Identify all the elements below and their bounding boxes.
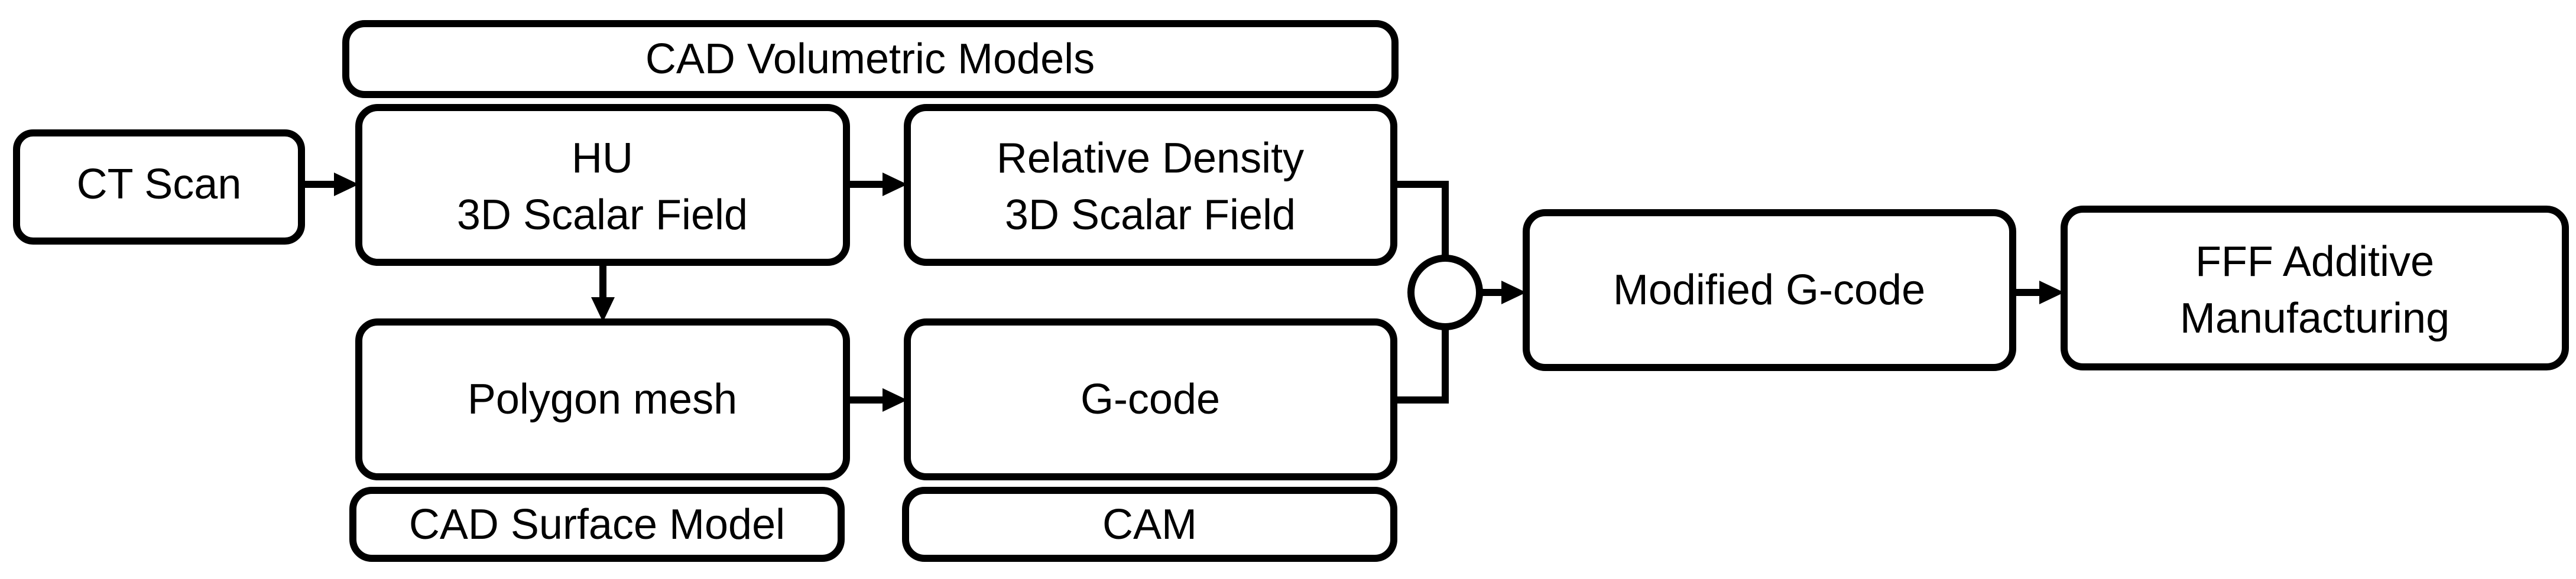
node-ct-scan-text: CT Scan [77,161,242,208]
node-hu-line-2: 3D Scalar Field [457,191,748,239]
node-density-line-2: 3D Scalar Field [1005,191,1296,239]
cad-surface-label-box: CAD Surface Model [349,487,845,562]
cad-surface-label: CAD Surface Model [409,501,785,548]
node-polygon-mesh-text: Polygon mesh [468,376,737,423]
arrowhead [883,388,907,412]
node-hu-line-1: HU [572,135,633,182]
node-gcode: G-code [904,318,1397,480]
node-fff-line-1: FFF Additive [2195,238,2434,285]
node-gcode-text: G-code [1081,376,1220,423]
arrowhead [1501,281,1526,304]
edge-density-to-merge [1394,181,1449,258]
connectors [301,173,2064,412]
arrowhead [591,297,615,322]
node-density-line-1: Relative Density [997,135,1304,182]
arrowhead [2039,281,2064,304]
node-fff-line-2: Manufacturing [2180,295,2450,342]
cam-label: CAM [1102,501,1197,548]
cad-volumetric-label: CAD Volumetric Models [645,35,1095,83]
edge-gcode-to-merge [1394,327,1449,404]
node-ct-scan: CT Scan [13,129,305,245]
node-polygon-mesh: Polygon mesh [355,318,850,480]
node-modified-gcode-text: Modified G-code [1613,266,1925,314]
arrowhead [334,173,359,196]
cam-label-box: CAM [902,487,1397,562]
arrowhead [883,173,907,196]
merge-junction-node [1407,255,1483,330]
node-hu-scalar-field: HU 3D Scalar Field [355,104,850,266]
node-relative-density: Relative Density 3D Scalar Field [904,104,1397,266]
cad-volumetric-label-box: CAD Volumetric Models [342,20,1399,98]
node-fff-additive-manufacturing: FFF Additive Manufacturing [2061,206,2569,370]
node-modified-gcode: Modified G-code [1523,209,2016,371]
